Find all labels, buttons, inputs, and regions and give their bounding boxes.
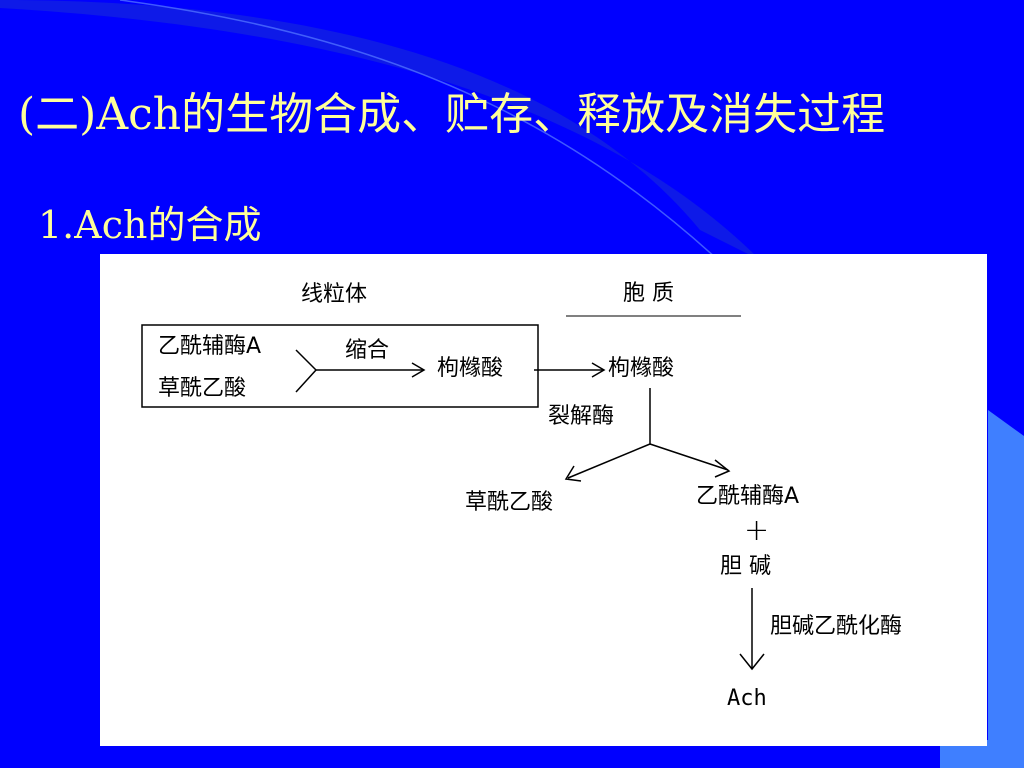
plus-sign: + — [744, 513, 770, 548]
condensation-label: 缩合 — [345, 338, 390, 363]
choline-label: 胆 碱 — [720, 554, 771, 579]
acetyl-coa-product-label: 乙酰辅酶A — [696, 484, 800, 509]
cytoplasm-label: 胞 质 — [623, 281, 674, 306]
diagram-panel: 线粒体 胞 质 乙酰辅酶A 草酰乙酸 缩合 枸橼酸 枸橼酸 裂解酶 草酰乙酸 乙… — [100, 254, 987, 746]
split-arrow-right-head — [714, 459, 731, 478]
right-accent-bar — [988, 410, 1024, 768]
ach-product-label: Ach — [727, 686, 767, 711]
diagonal-swoosh — [0, 0, 760, 260]
split-arrow-left-line — [567, 443, 651, 479]
acetyl-coa-label: 乙酰辅酶A — [158, 334, 262, 359]
condensation-arrow-head — [411, 362, 426, 378]
lyase-label: 裂解酶 — [548, 404, 615, 429]
merge-bracket — [295, 349, 318, 393]
split-arrow-left-head — [564, 465, 582, 482]
slide-subtitle: 1.Ach的合成 — [38, 203, 262, 247]
oxaloacetic-acid-label: 草酰乙酸 — [158, 376, 247, 401]
diagram-lines — [141, 315, 765, 671]
split-arrow-right-line — [649, 443, 729, 471]
citric-acid-cyto-label: 枸橼酸 — [608, 356, 675, 381]
chat-arrow-head — [739, 653, 765, 671]
slide-title: (二)Ach的生物合成、贮存、释放及消失过程 — [18, 89, 886, 140]
mitochondria-box — [141, 324, 539, 408]
chat-enzyme-label: 胆碱乙酰化酶 — [770, 614, 903, 639]
citric-acid-mito-label: 枸橼酸 — [437, 356, 504, 381]
diagonal-line — [119, 0, 761, 301]
mitochondria-label: 线粒体 — [301, 282, 368, 307]
bottom-accent-bar — [940, 740, 988, 768]
transport-arrow-head — [591, 362, 606, 378]
oxaloacetic-acid-product-label: 草酰乙酸 — [465, 490, 554, 515]
